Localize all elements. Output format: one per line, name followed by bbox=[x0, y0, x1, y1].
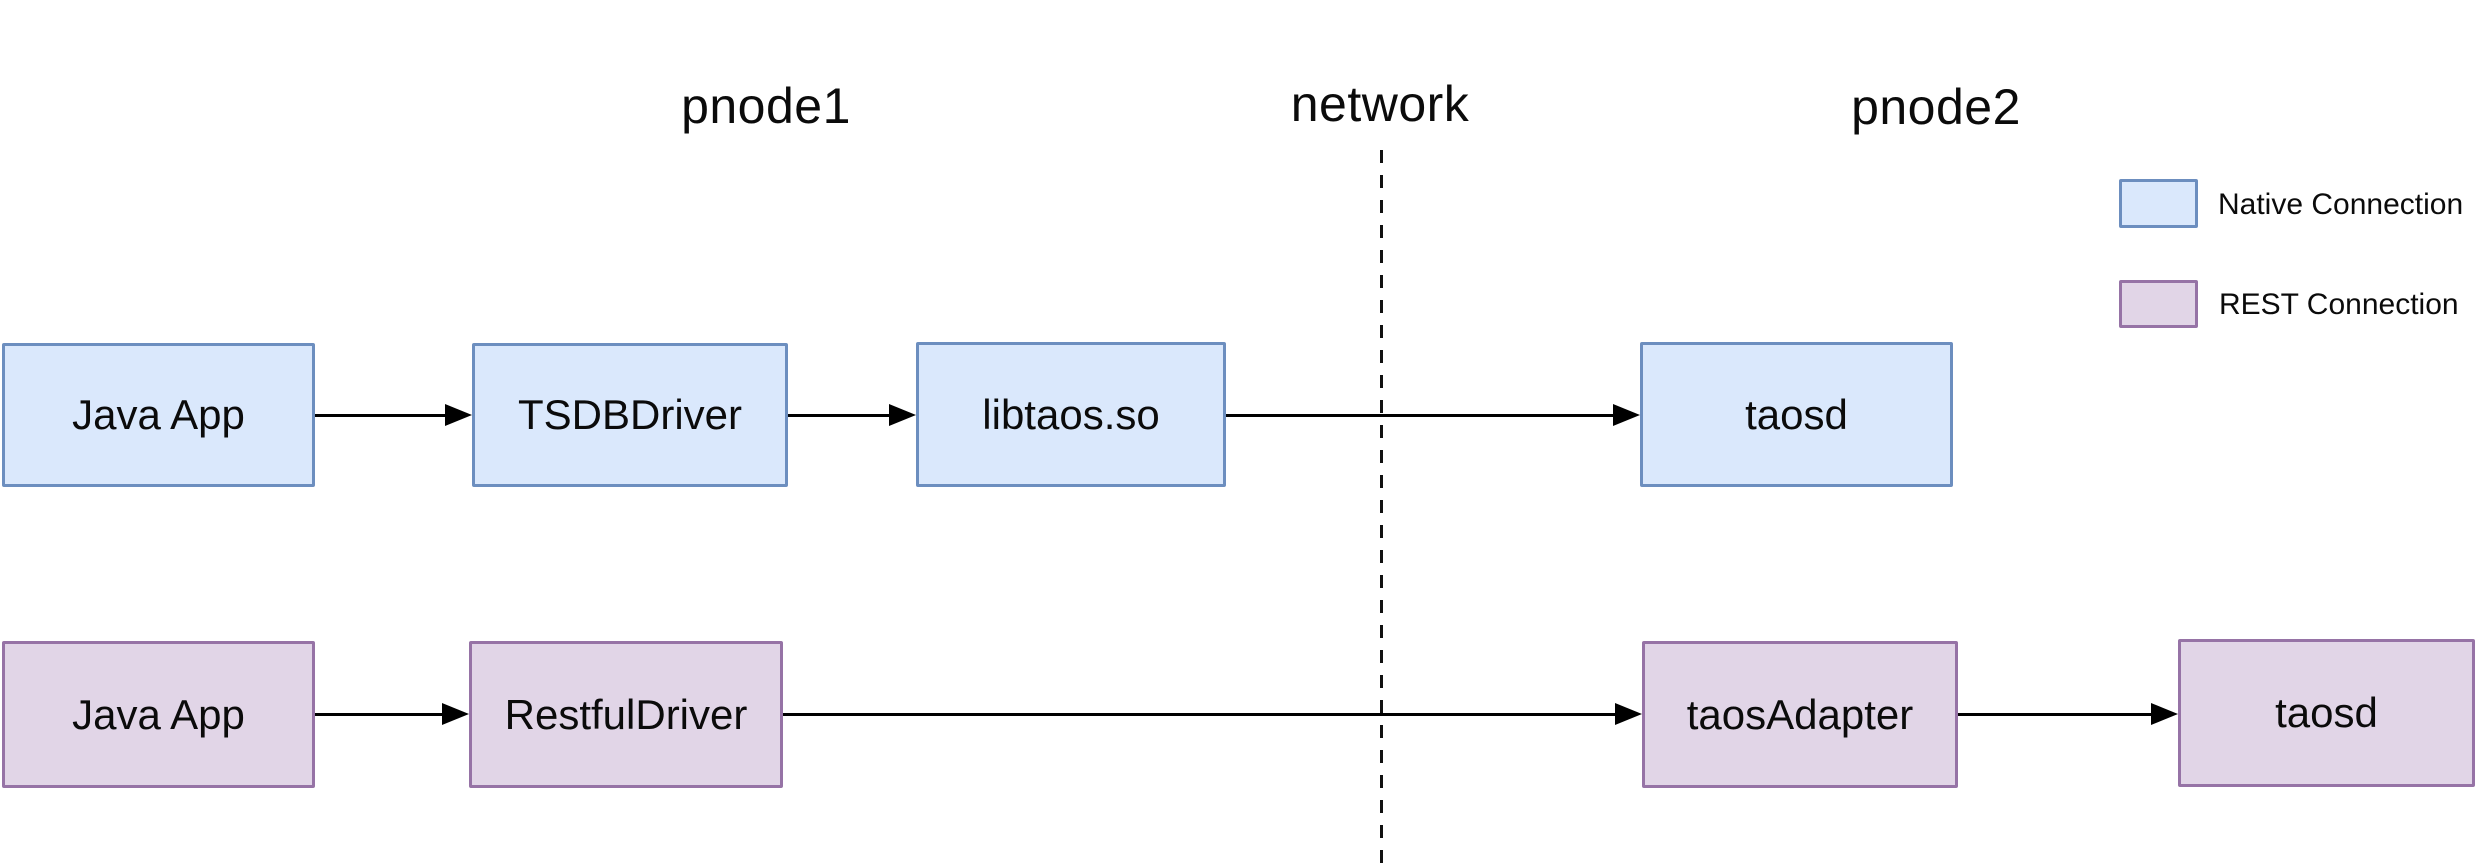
node-java-app-rest: Java App bbox=[2, 641, 315, 788]
node-label: libtaos.so bbox=[982, 390, 1160, 438]
arrow-libtaos-to-taosd bbox=[1226, 404, 1640, 426]
zone-label-network: network bbox=[1290, 76, 1470, 132]
arrow-tsdbdriver-to-libtaos bbox=[788, 404, 916, 426]
network-boundary-dashed-line bbox=[1380, 150, 1383, 865]
node-taosadapter: taosAdapter bbox=[1642, 641, 1958, 788]
legend-swatch-rest-connection bbox=[2119, 280, 2198, 328]
node-java-app-native: Java App bbox=[2, 343, 315, 487]
node-label: taosd bbox=[2275, 689, 2378, 736]
node-tsdbdriver: TSDBDriver bbox=[472, 343, 788, 487]
node-taosd-native: taosd bbox=[1640, 342, 1953, 487]
zone-label-pnode1: pnode1 bbox=[681, 78, 851, 134]
legend-swatch-native-connection bbox=[2119, 179, 2198, 228]
node-restfuldriver: RestfulDriver bbox=[469, 641, 783, 788]
node-label: RestfulDriver bbox=[504, 690, 748, 738]
legend-label-native-connection: Native Connection bbox=[2218, 188, 2464, 221]
node-label: Java App bbox=[72, 391, 245, 438]
legend-label-rest-connection: REST Connection bbox=[2219, 288, 2459, 321]
zone-label-pnode2: pnode2 bbox=[1851, 79, 2021, 135]
node-libtaos-so: libtaos.so bbox=[916, 342, 1226, 487]
node-label: taosAdapter bbox=[1686, 690, 1914, 738]
arrow-taosadapter-to-taosd bbox=[1958, 703, 2178, 725]
node-label: Java App bbox=[72, 690, 245, 738]
node-label: TSDBDriver bbox=[517, 391, 742, 438]
arrow-javaapp-to-tsdbdriver bbox=[315, 404, 472, 426]
node-label: taosd bbox=[1745, 390, 1848, 438]
node-taosd-rest: taosd bbox=[2178, 639, 2475, 787]
arrow-javaapp-to-restfuldriver bbox=[315, 703, 469, 725]
arrow-restfuldriver-to-taosadapter bbox=[783, 703, 1642, 725]
